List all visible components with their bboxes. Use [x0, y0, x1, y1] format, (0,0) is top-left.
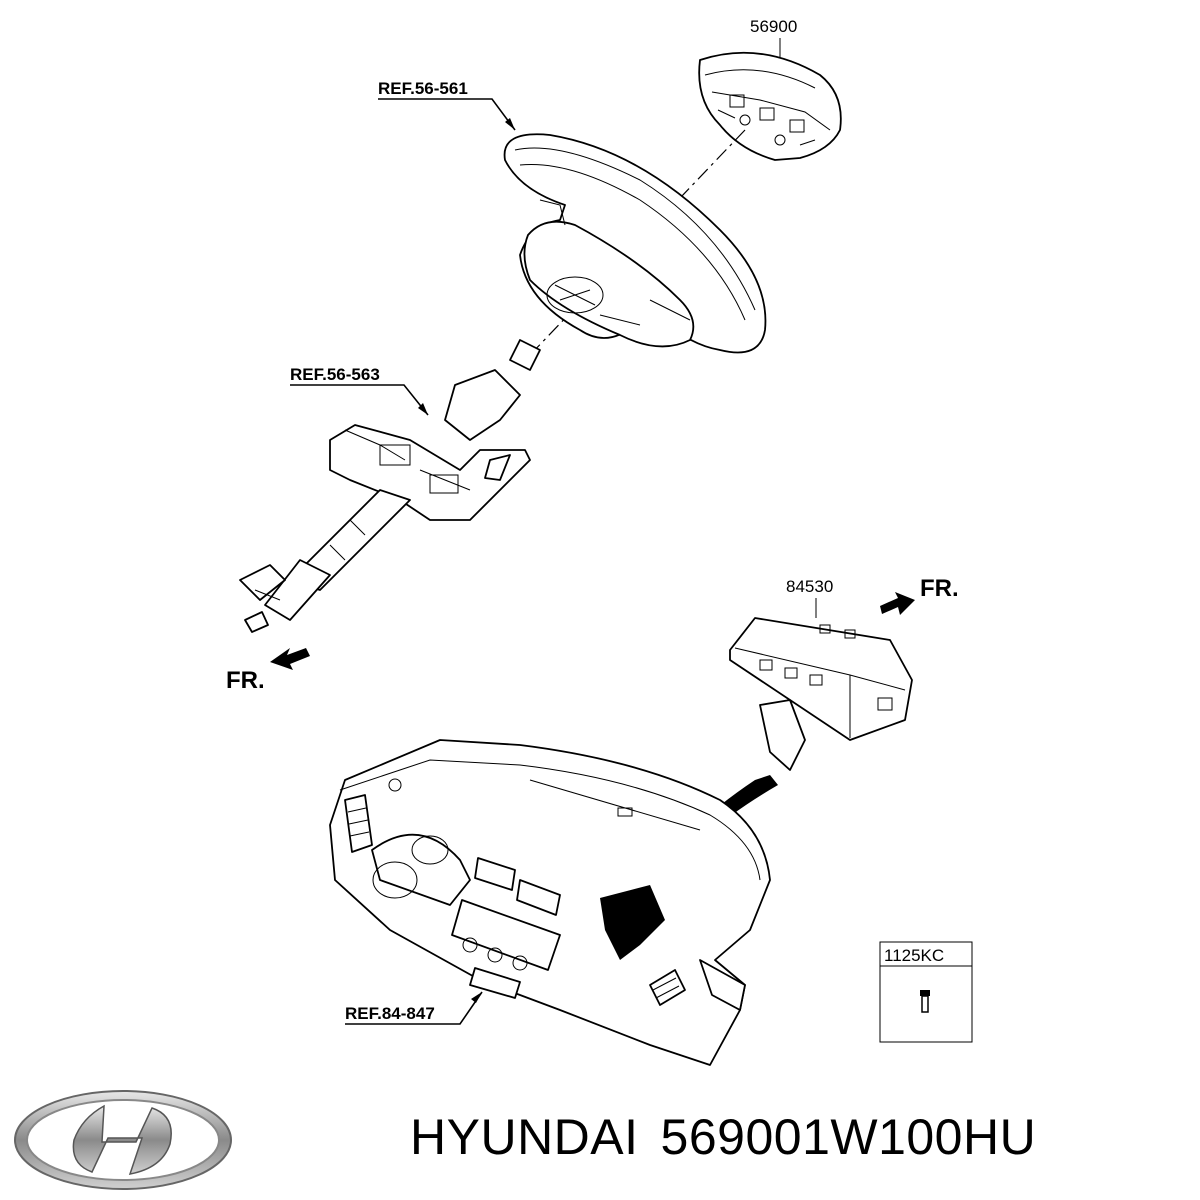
steering-column: [239, 339, 541, 633]
callout-56900: 56900: [750, 17, 797, 36]
footer-title: HYUNDAI 569001W100HU: [410, 1108, 1058, 1166]
callout-ref-56-561: REF.56-561: [378, 79, 468, 98]
mount-indicator: [648, 775, 778, 888]
front-label-left: FR.: [226, 667, 265, 694]
front-arrow-right: [880, 592, 915, 615]
part-number: 569001W100HU: [660, 1109, 1037, 1165]
leader-ref-56-563: [290, 384, 429, 416]
driver-airbag: [698, 51, 842, 161]
steering-wheel: [503, 133, 767, 354]
brand-name: HYUNDAI: [410, 1109, 639, 1165]
bolt-callout-box: [879, 941, 973, 1043]
leader-arrow-56-563: [418, 403, 428, 415]
callout-ref-56-563: REF.56-563: [290, 365, 380, 384]
leader-arrow-84-847: [471, 992, 482, 1003]
hyundai-logo-icon: [14, 1090, 232, 1190]
leader-ref-84-847: [345, 991, 483, 1025]
leader-arrow-56-561: [505, 118, 515, 130]
passenger-airbag: [729, 617, 913, 771]
callout-84530: 84530: [786, 577, 833, 596]
front-arrow-left: [270, 648, 310, 670]
dashboard: [329, 739, 771, 1066]
callout-ref-84-847: REF.84-847: [345, 1004, 435, 1023]
leader-ref-56-561: [378, 98, 516, 131]
callout-1125kc: 1125KC: [884, 946, 944, 965]
front-label-right: FR.: [920, 575, 959, 602]
